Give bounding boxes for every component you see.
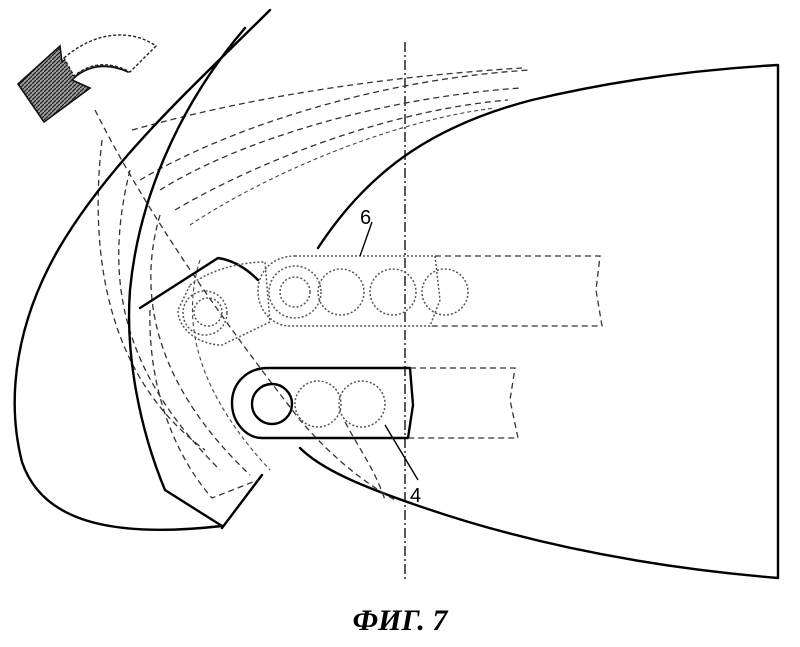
swing-trajectories <box>94 67 531 501</box>
door-leaf <box>13 8 272 532</box>
door-pivot-pin-inner <box>193 297 223 327</box>
lower-link <box>230 366 519 440</box>
housing-body <box>298 63 780 580</box>
door-ghost-outline <box>149 309 259 499</box>
figure-caption: ФИГ. 7 <box>352 604 448 637</box>
leader-line-4 <box>384 424 419 481</box>
door-pivot-pin <box>182 290 228 336</box>
reference-numeral-4: 4 <box>410 485 421 507</box>
curved-rotation-arrow-icon <box>16 34 158 124</box>
door-bracket <box>138 256 264 530</box>
reference-numeral-6: 6 <box>360 207 371 229</box>
upper-link <box>257 255 603 327</box>
leader-line-6 <box>359 221 373 257</box>
